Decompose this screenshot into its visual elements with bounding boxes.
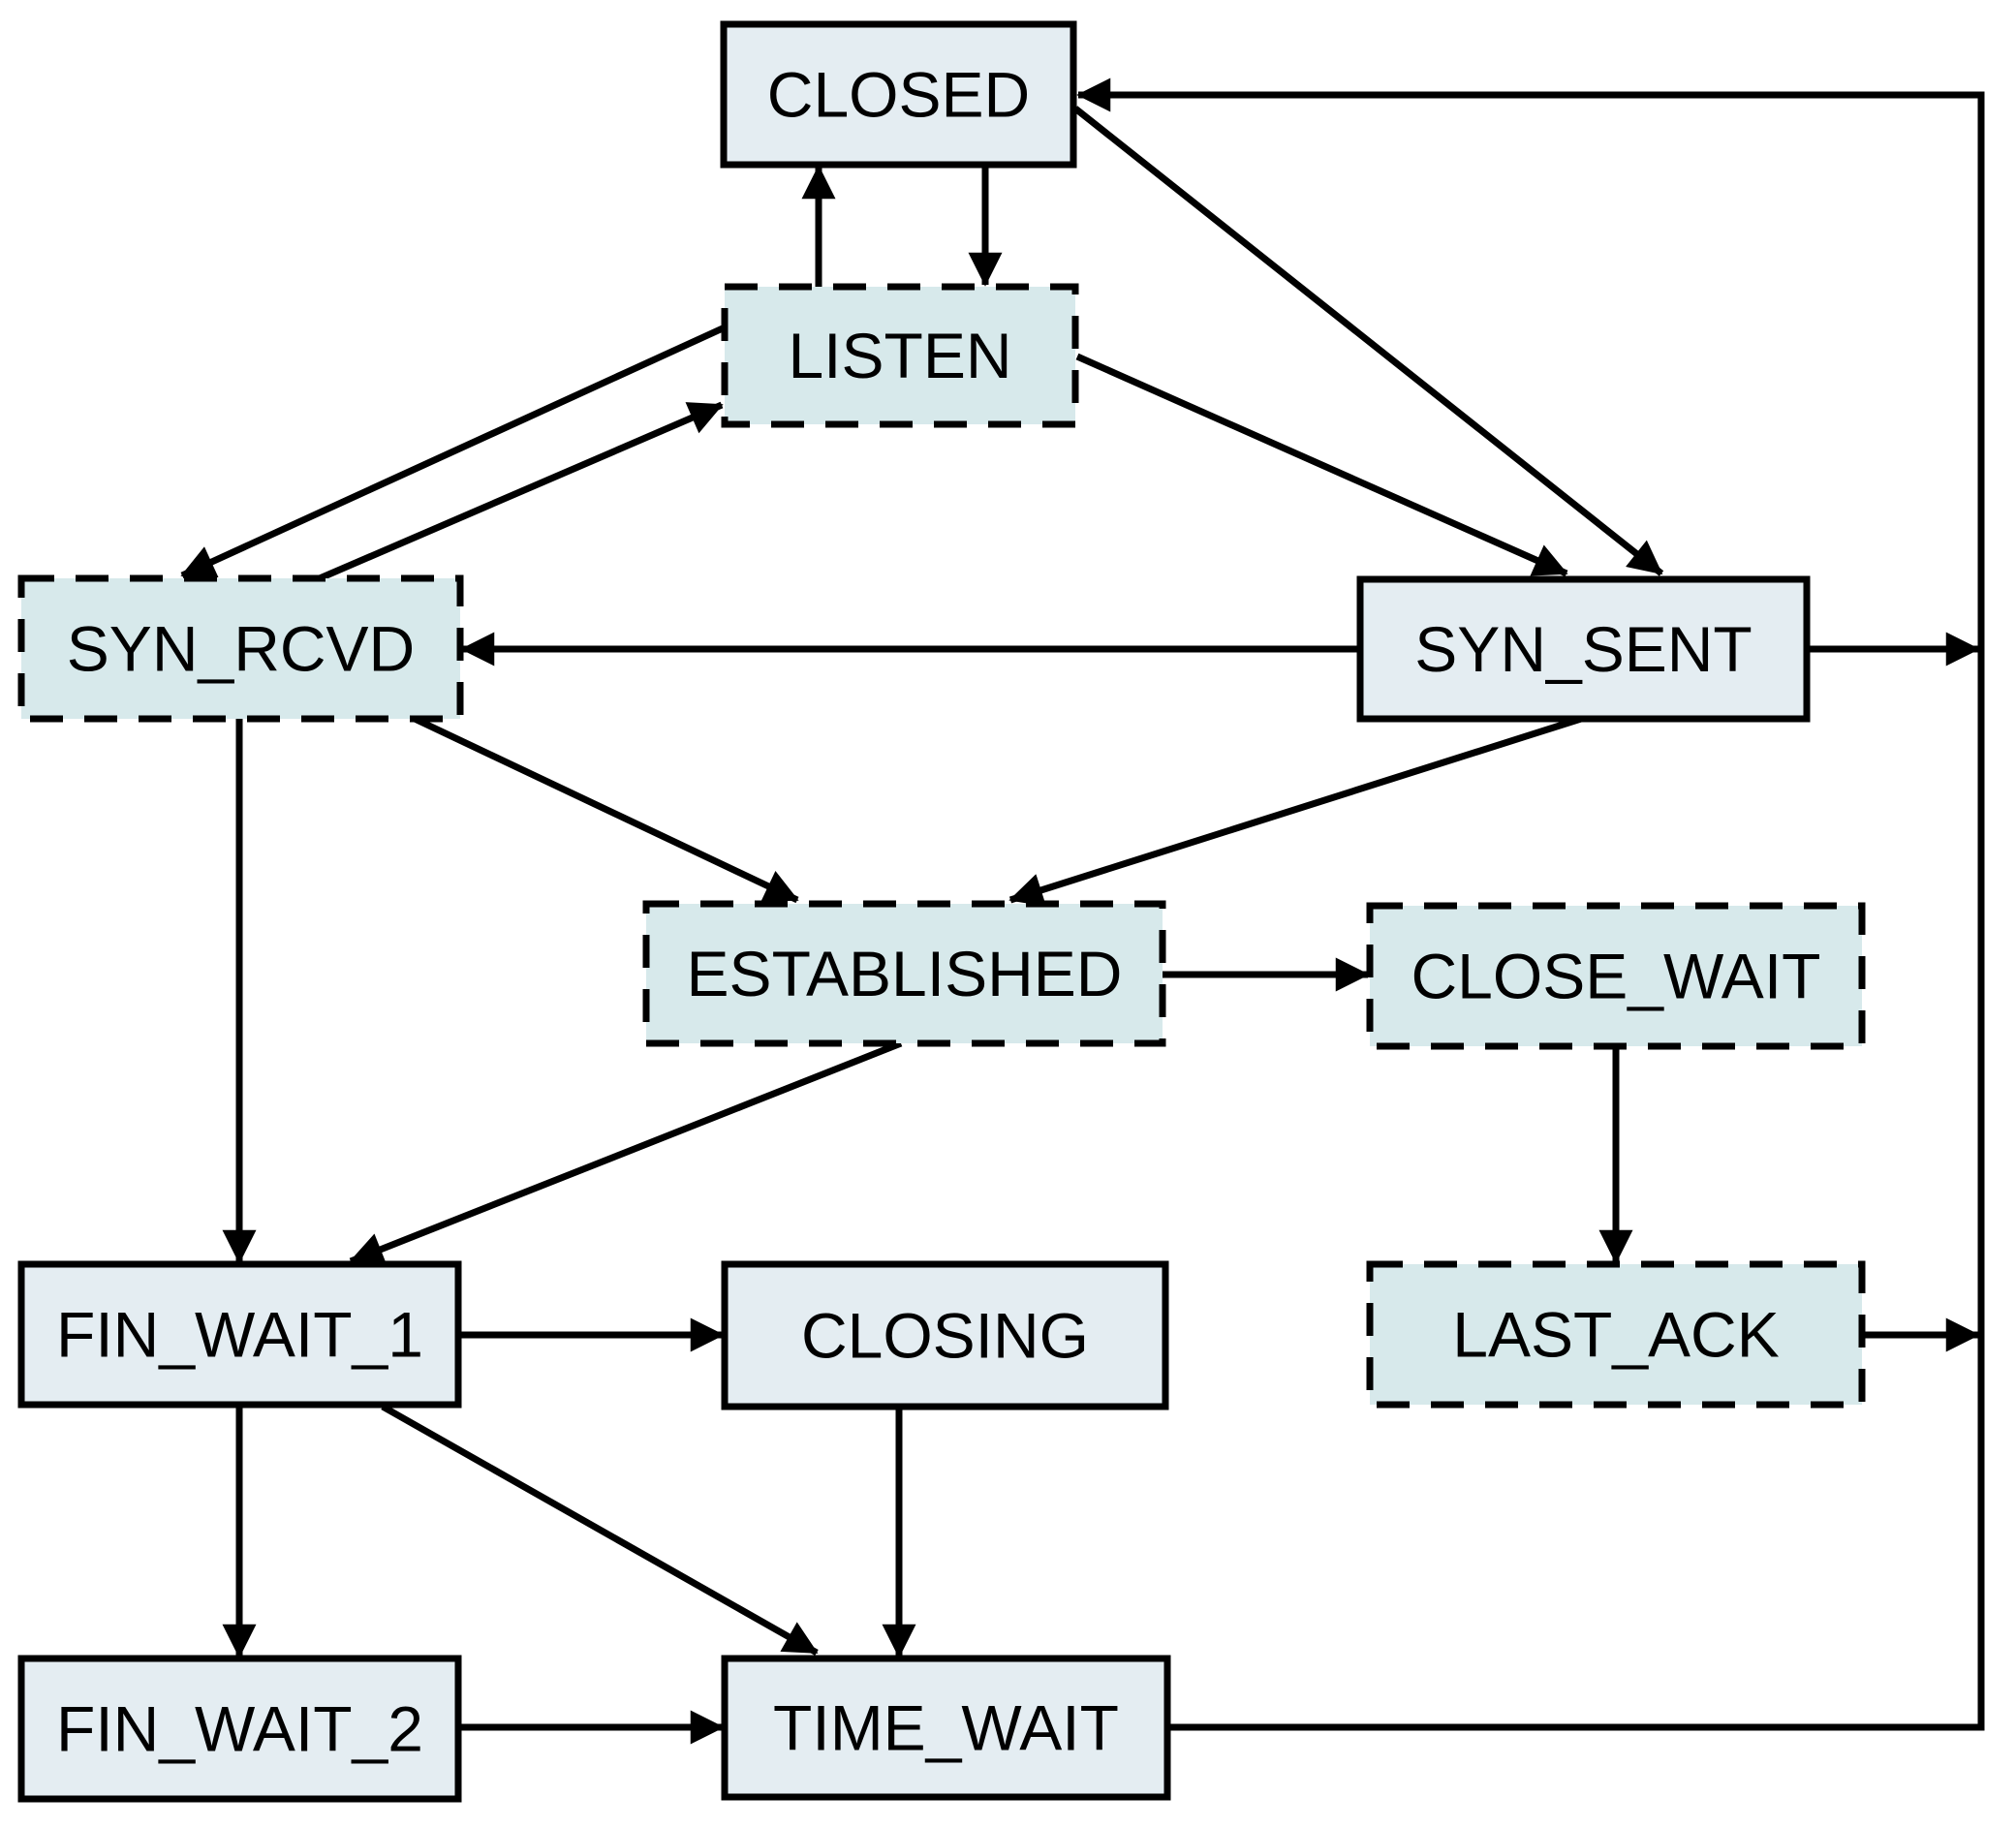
node-label-last-ack: LAST_ACK — [1452, 1299, 1779, 1371]
edge-time-wait-to-closed — [1076, 77, 1985, 1731]
node-label-syn-rcvd: SYN_RCVD — [67, 613, 415, 685]
edge-syn-rcvd-to-listen — [318, 401, 724, 582]
edge-syn-rcvd-to-established — [413, 715, 799, 904]
node-label-closing: CLOSING — [801, 1300, 1089, 1372]
node-box-closing — [721, 1260, 1169, 1410]
node-label-established: ESTABLISHED — [687, 938, 1123, 1009]
node-syn-sent: SYN_SENT — [1356, 575, 1811, 723]
node-established: ESTABLISHED — [642, 900, 1166, 1047]
node-label-syn-sent: SYN_SENT — [1414, 613, 1752, 685]
node-label-time-wait: TIME_WAIT — [773, 1692, 1119, 1764]
node-time-wait: TIME_WAIT — [721, 1655, 1171, 1801]
node-label-closed: CLOSED — [767, 59, 1030, 131]
node-fin-wait-2: FIN_WAIT_2 — [17, 1655, 462, 1803]
node-label-fin-wait-1: FIN_WAIT_1 — [56, 1299, 423, 1371]
node-closed: CLOSED — [720, 20, 1077, 169]
node-box-syn-rcvd — [17, 574, 464, 723]
node-box-close-wait — [1366, 902, 1866, 1050]
edge-listen-to-syn-rcvd — [180, 324, 727, 579]
node-close-wait: CLOSE_WAIT — [1366, 902, 1866, 1050]
edge-listen-to-syn-sent — [1075, 353, 1568, 577]
node-fin-wait-1: FIN_WAIT_1 — [17, 1260, 462, 1409]
edge-fin-wait-1-to-time-wait — [381, 1403, 819, 1657]
node-last-ack: LAST_ACK — [1366, 1260, 1866, 1409]
node-box-syn-sent — [1356, 575, 1811, 723]
edge-closed-to-syn-sent — [1072, 106, 1664, 576]
node-label-fin-wait-2: FIN_WAIT_2 — [56, 1693, 423, 1765]
node-box-closed — [720, 20, 1077, 169]
node-label-close-wait: CLOSE_WAIT — [1411, 941, 1821, 1012]
node-box-last-ack — [1366, 1260, 1866, 1409]
node-box-fin-wait-1 — [17, 1260, 462, 1409]
node-box-time-wait — [721, 1655, 1171, 1801]
node-closing: CLOSING — [721, 1260, 1169, 1410]
node-label-listen: LISTEN — [788, 320, 1011, 391]
node-syn-rcvd: SYN_RCVD — [17, 574, 464, 723]
node-box-fin-wait-2 — [17, 1655, 462, 1803]
node-box-listen — [721, 283, 1079, 428]
edge-syn-sent-to-established — [1008, 715, 1583, 907]
edge-established-to-fin-wait-1 — [349, 1039, 903, 1266]
node-listen: LISTEN — [721, 283, 1079, 428]
node-box-established — [642, 900, 1166, 1047]
